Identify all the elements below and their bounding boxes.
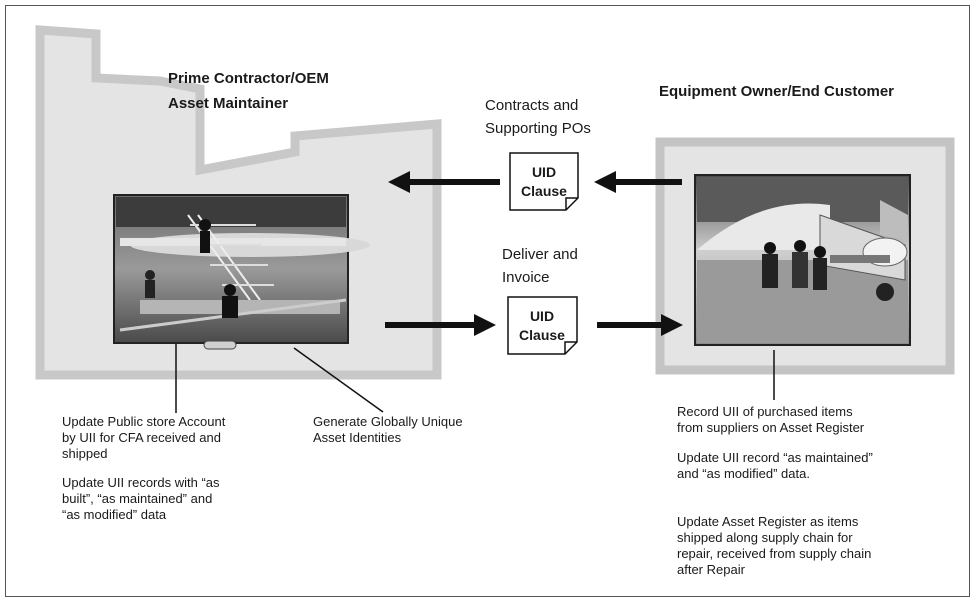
note-uii-records-line3: “as modified” data — [62, 507, 167, 522]
contracts-label-line1: Contracts and — [485, 97, 579, 114]
deliver-arrowhead-right — [661, 314, 683, 336]
note-update-asset-register-line3: repair, received from supply chain — [677, 546, 872, 561]
oem-title-line2: Asset Maintainer — [168, 95, 289, 112]
note-update-asset-register-line1: Update Asset Register as items — [677, 514, 859, 529]
diagram-frame — [5, 5, 970, 597]
note-update-asset-register: Update Asset Register as items shipped a… — [677, 514, 871, 578]
note-public-store: Update Public store Account by UII for C… — [62, 414, 225, 462]
contracts-arrowhead-mid — [594, 171, 616, 193]
uid-clause-bottom: UID Clause — [512, 299, 578, 355]
uid-clause-document-top — [509, 152, 579, 211]
note-uii-records-line1: Update UII records with “as — [62, 475, 220, 490]
note-uii-records: Update UII records with “as built”, “as … — [62, 475, 220, 523]
jet-photo — [694, 174, 911, 346]
note-generate-identities: Generate Globally Unique Asset Identitie… — [313, 414, 463, 446]
note-public-store-line1: Update Public store Account — [62, 414, 226, 429]
note-generate-identities-line2: Asset Identities — [313, 430, 402, 445]
note-public-store-line2: by UII for CFA received and — [62, 430, 221, 445]
note-update-asset-register-line4: after Repair — [677, 562, 745, 577]
document-folded-corner-icon — [507, 296, 578, 355]
note-update-asset-register-line2: shipped along supply chain for — [677, 530, 853, 545]
note-record-uii-line1: Record UII of purchased items — [677, 404, 853, 419]
note-generate-identities-line1: Generate Globally Unique — [313, 414, 463, 429]
uid-clause-document-bottom — [507, 296, 578, 355]
note-record-uii-line2: from suppliers on Asset Register — [677, 420, 865, 435]
deliver-arrowhead-mid — [474, 314, 496, 336]
uid-clause-top-text: UID Clause — [514, 163, 574, 201]
document-folded-corner-icon — [509, 152, 579, 211]
note-uii-records-line2: built”, “as maintained” and — [62, 491, 213, 506]
deliver-label-line1: Deliver and — [502, 246, 578, 263]
note-update-uii-record-line1: Update UII record “as maintained” — [677, 450, 873, 465]
uid-clause-bottom-text: UID Clause — [512, 307, 572, 345]
oem-title-line1: Prime Contractor/OEM — [168, 70, 329, 87]
contracts-arrowhead-left — [388, 171, 410, 193]
hangar-photo — [113, 194, 370, 350]
uid-clause-top-line2: Clause — [521, 183, 567, 199]
note-record-uii: Record UII of purchased items from suppl… — [677, 404, 864, 436]
uid-clause-bottom-line1: UID — [529, 308, 555, 324]
uid-clause-top: UID Clause — [514, 155, 580, 211]
uid-clause-top-line1: UID — [531, 164, 557, 180]
uid-clause-bottom-line2: Clause — [519, 327, 565, 343]
note-update-uii-record-line2: and “as modified” data. — [677, 466, 810, 481]
callout-line-center — [293, 347, 384, 413]
deliver-label-line2: Invoice — [502, 269, 550, 286]
note-update-uii-record: Update UII record “as maintained” and “a… — [677, 450, 873, 482]
customer-title: Equipment Owner/End Customer — [659, 83, 895, 100]
note-public-store-line3: shipped — [62, 446, 108, 461]
contracts-label-line2: Supporting POs — [485, 120, 591, 137]
